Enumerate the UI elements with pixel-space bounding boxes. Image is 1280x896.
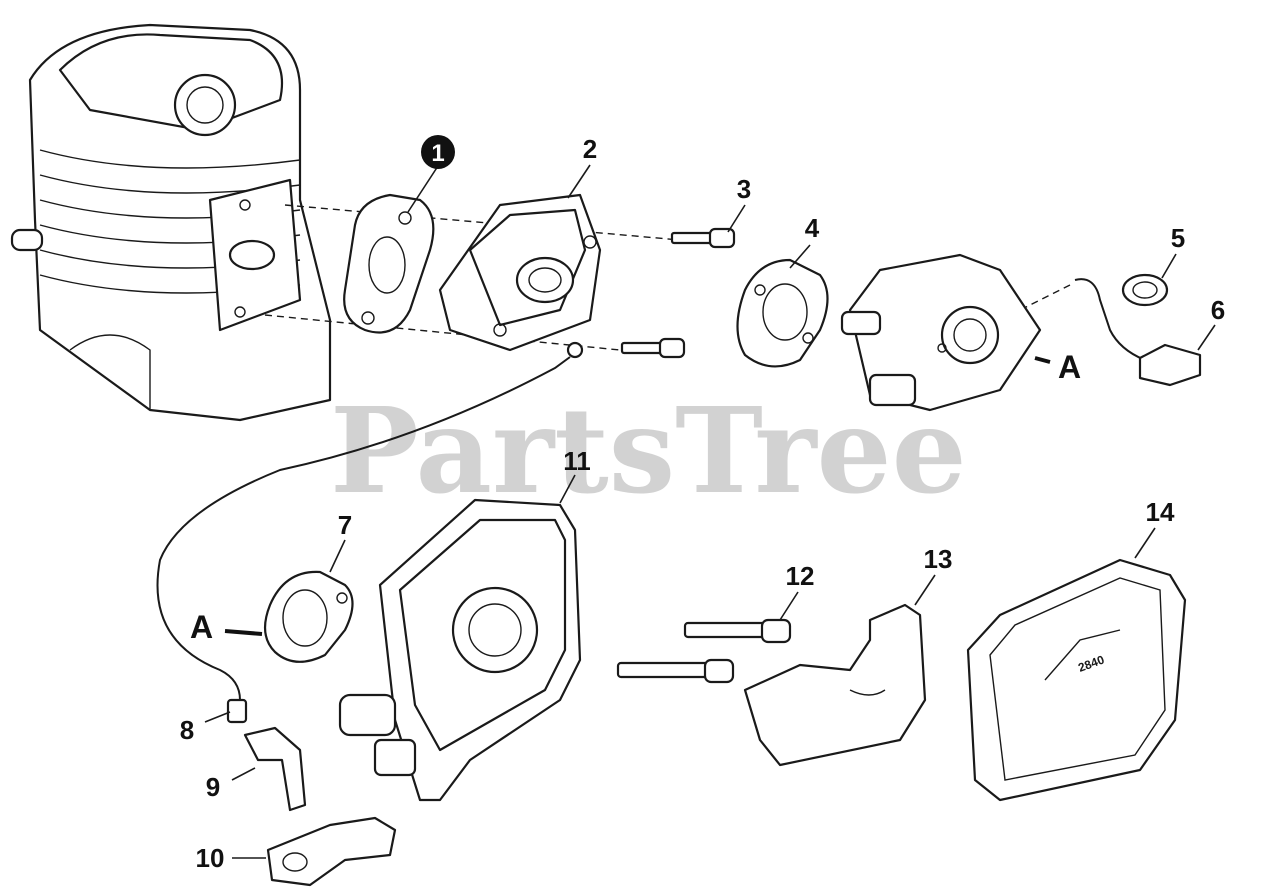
leader-line [567,164,591,199]
partstree-watermark: PartsTree [330,381,967,520]
leader-line [329,539,346,573]
ref-a-pointer-upper [1034,356,1051,364]
callout-11: 11 [563,446,591,476]
callout-1: 1 [431,140,444,167]
callout-7: 7 [338,510,352,540]
callout-10: 10 [196,843,225,873]
clip-part [243,726,307,812]
ground-wire-part [156,341,584,724]
leader-line [779,591,799,621]
callout-9: 9 [206,772,220,802]
callout-5: 5 [1171,223,1185,253]
leader-line [204,711,231,723]
filter-cover-part [743,603,927,767]
leader-line [559,474,576,504]
alignment-line [284,204,681,241]
carburetor-part [840,253,1042,412]
air-filter-part: 2840 [966,558,1187,802]
callout-3: 3 [737,174,751,204]
long-screw-lower-part [616,658,735,684]
throttle-connector-part [1074,278,1202,387]
cylinder-part [10,23,332,422]
screw-upper-part [670,227,736,249]
ref-a-pointer-lower [224,629,263,636]
leader-line [1134,527,1156,559]
filter-gasket-part [263,570,354,663]
leader-line [1161,253,1177,279]
leader-line [727,204,746,233]
callout-2: 2 [583,134,597,164]
leader-line [231,767,256,781]
callout-4: 4 [805,213,820,243]
screw-lower-part [620,337,686,359]
long-screw-upper-part [683,618,792,644]
ref-letter-a-lower: A [190,609,213,645]
leader-line [407,165,439,213]
air-filter-base-part [338,498,582,802]
intake-gasket-part [343,193,435,334]
leader-line [1197,324,1216,351]
callout-14: 14 [1146,497,1175,527]
intake-manifold-part [438,193,602,352]
callout-6: 6 [1211,295,1225,325]
callout-12: 12 [786,561,815,591]
leader-line [914,574,936,606]
grommet-part [1121,273,1169,307]
callout-13: 13 [924,544,953,574]
leader-line [789,244,811,269]
bracket-part [266,816,397,887]
callout-8: 8 [180,715,194,745]
callout-1-badge: 1 [421,135,455,169]
carburetor-gasket-part [736,258,829,368]
ref-letter-a-upper: A [1058,349,1081,385]
